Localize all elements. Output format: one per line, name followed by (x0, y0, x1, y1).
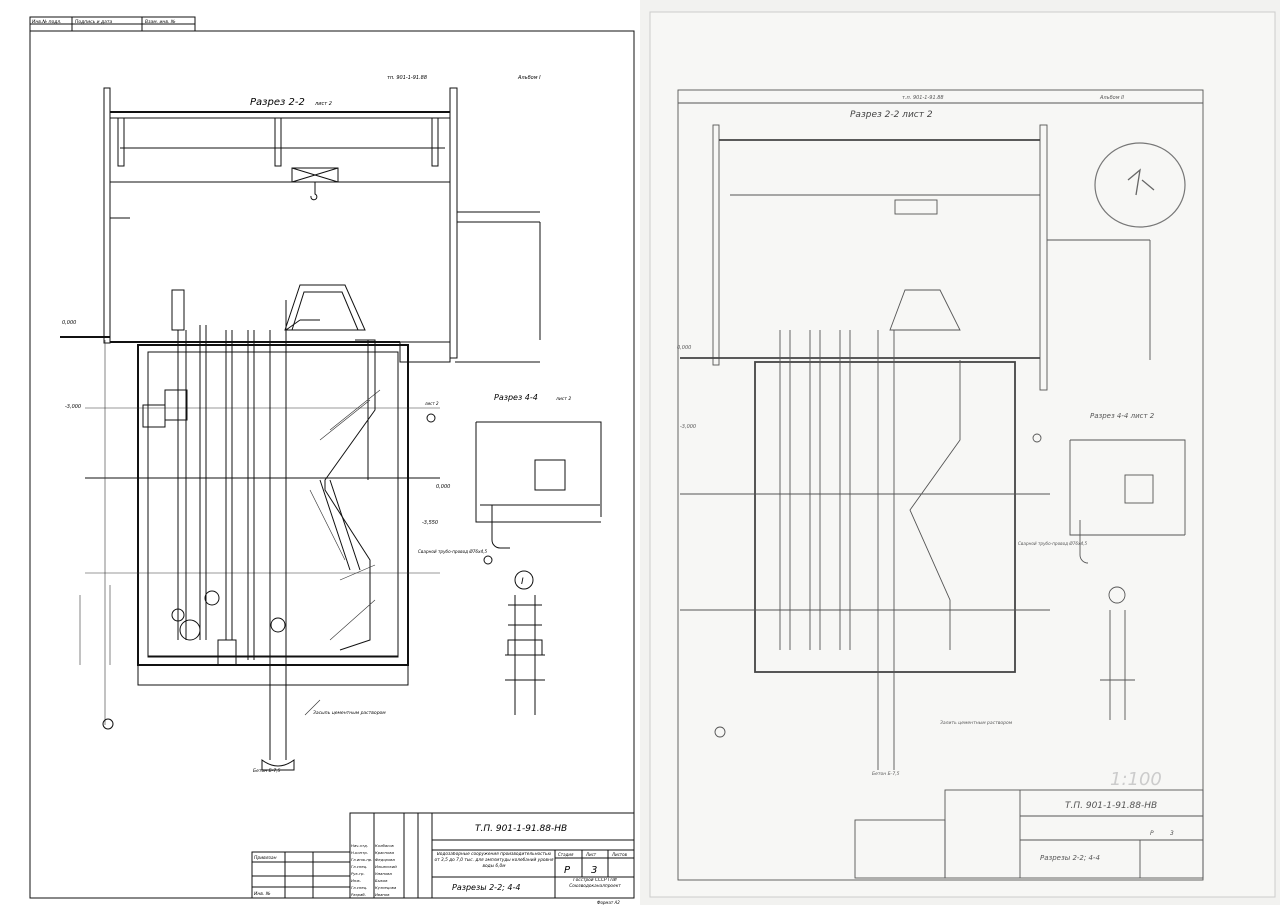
album-code: тп. 901-1-91.88 (387, 75, 427, 81)
svg-text:Гл.инж.пр.: Гл.инж.пр. (351, 857, 372, 862)
sheet-value: 3 (591, 865, 597, 876)
drawing-code: Т.П. 901-1-91.88-НВ (475, 824, 567, 834)
scan-welded-pipe: Сварной трубо-провод Ø76х4,5 (1018, 541, 1088, 546)
scan-title-block: Т.П. 901-1-91.88-НВ Разрезы 2-2; 4-4 Р 3 (854, 789, 1204, 879)
svg-text:Гл.спец.: Гл.спец. (351, 885, 367, 890)
svg-text:Федорова: Федорова (375, 857, 396, 862)
section-4-4-title: Разрез 4-4 (494, 393, 538, 402)
scan-drawing-title: Разрезы 2-2; 4-4 (1040, 854, 1100, 862)
elevation-zero-44: 0,000 (436, 484, 450, 490)
scan-drawing-code: Т.П. 901-1-91.88-НВ (1065, 801, 1157, 811)
scan-cement-fill: Залить цементным раствором (940, 720, 1013, 726)
section-2-2-drawing: 0,000 -3,000 лист 2 Засыпь цементным рас… (60, 87, 541, 774)
scan-section-4-4: Разрез 4-4 лист 2 Сварной трубо-провод Ø… (1018, 412, 1186, 720)
stage-label: Стадия (558, 852, 574, 857)
scan-scale-watermark: 1:100 (1110, 769, 1162, 790)
stamp-inv: Инв.№ подл. (32, 19, 62, 25)
scan-stage: Р (1150, 830, 1154, 837)
scan-album-code: т.п. 901-1-91.88 (902, 95, 944, 101)
scan-album: Альбом II (1099, 95, 1125, 101)
drawing-title: Разрезы 2-2; 4-4 (452, 883, 520, 892)
sheet-reference: лист 2 (424, 401, 439, 406)
node-I-detail: I (505, 570, 545, 715)
section-2-2-title: Разрез 2-2 (250, 97, 305, 108)
format-label: Формат А2 (597, 900, 620, 905)
right-sheet: т.п. 901-1-91.88 Альбом II Разрез 2-2 ли… (640, 0, 1280, 905)
section-4-4-drawing: Разрез 4-4 лист 2 0,000 -3,550 Сварной т… (418, 393, 602, 565)
svg-text:Краснова: Краснова (375, 850, 395, 855)
privyazan-label: Привязан (254, 855, 277, 861)
svg-text:Нач.отд.: Нач.отд. (351, 843, 368, 848)
elevation-minus-355: -3,550 (422, 520, 438, 526)
left-sheet: Инв.№ подл. Подпись и дата Взам. инв. № … (0, 0, 640, 905)
project-description: Водозаборные сооружения производительнос… (434, 852, 554, 869)
elevation-zero: 0,000 (62, 320, 76, 326)
svg-text:Быков: Быков (375, 878, 388, 883)
cement-fill-note: Засыпь цементным раствором (313, 710, 386, 716)
inv-label: Инв. № (254, 891, 271, 897)
svg-text:Ильинский: Ильинский (375, 864, 397, 869)
handwritten-circle (1094, 142, 1186, 228)
svg-text:Разраб.: Разраб. (351, 892, 366, 897)
svg-text:Гл.спец.: Гл.спец. (351, 864, 367, 869)
svg-text:Кузнецова: Кузнецова (375, 885, 397, 890)
node-I-label: I (521, 577, 524, 587)
album-label: Альбом I (517, 75, 541, 81)
title-block: Т.П. 901-1-91.88-НВ Водозаборные сооруже… (251, 812, 635, 905)
sheet-label: Лист (585, 852, 597, 857)
scan-section-4-4-title: Разрез 4-4 лист 2 (1090, 412, 1155, 420)
scan-concrete: Бетон Б-7,5 (872, 771, 900, 777)
svg-text:Рук.гр.: Рук.гр. (351, 871, 365, 876)
svg-text:Н.контр.: Н.контр. (351, 850, 368, 855)
elevation-minus-3: -3,000 (65, 404, 81, 410)
scan-sheet: 3 (1170, 830, 1174, 837)
scan-elevation-zero: 0,000 (677, 345, 691, 351)
stamp-sign: Подпись и дата (75, 19, 113, 25)
concrete-note: Бетон Б-7,5 (253, 768, 281, 774)
svg-text:Иванов: Иванов (375, 892, 390, 897)
section-2-2-sheet: лист 2 (314, 101, 332, 107)
svg-text:Колбасов: Колбасов (375, 843, 395, 848)
stamp-replace: Взам. инв. № (145, 19, 176, 25)
svg-text:Инж.: Инж. (351, 878, 361, 883)
welded-pipe-note: Сварной трубо-провод Ø76х4,5 (418, 549, 488, 554)
sheets-label: Листов (611, 852, 628, 857)
scan-elevation-minus-3: -3,000 (680, 424, 696, 430)
svg-text:Уманова: Уманова (375, 871, 393, 876)
signers: Нач.отд. Колбасов Н.контр. Краснова Гл.инж… (351, 843, 397, 897)
scan-frame (677, 89, 1204, 881)
stage-value: Р (564, 865, 571, 876)
scan-section-2-2-title: Разрез 2-2 лист 2 (850, 110, 933, 120)
section-4-4-sheet: лист 2 (555, 396, 571, 402)
scan-section-2-2: 0,000 -3,000 Залить цементным раствором … (677, 124, 1151, 777)
organization: Госстрой СССР ГПИ Союзводоканалпроект (569, 878, 621, 889)
